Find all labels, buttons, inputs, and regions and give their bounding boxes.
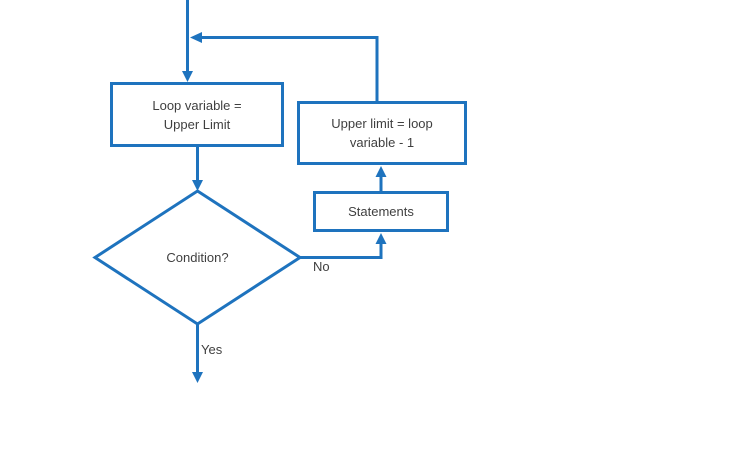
connector-lines bbox=[186, 0, 383, 377]
edge-label-yes: Yes bbox=[201, 342, 223, 357]
arrowhead-into-statements bbox=[375, 233, 387, 244]
edge-label-no: No bbox=[313, 259, 330, 274]
arrowhead-into-diamond bbox=[192, 180, 203, 191]
arrowhead-feedback-left bbox=[190, 32, 202, 43]
connector-feedback-line bbox=[202, 36, 379, 101]
arrowhead-yes-exit bbox=[192, 372, 203, 383]
arrowhead-into-loop-box bbox=[182, 71, 193, 82]
process-box-statements: Statements bbox=[313, 191, 449, 232]
process-box-upper-limit: Upper limit = loop variable - 1 bbox=[297, 101, 467, 165]
connector-no-branch bbox=[300, 239, 383, 259]
arrowheads bbox=[182, 32, 387, 383]
decision-diamond-shape bbox=[92, 189, 303, 326]
arrowhead-into-upper-limit bbox=[375, 166, 387, 177]
process-box-loop-variable: Loop variable = Upper Limit bbox=[110, 82, 284, 147]
